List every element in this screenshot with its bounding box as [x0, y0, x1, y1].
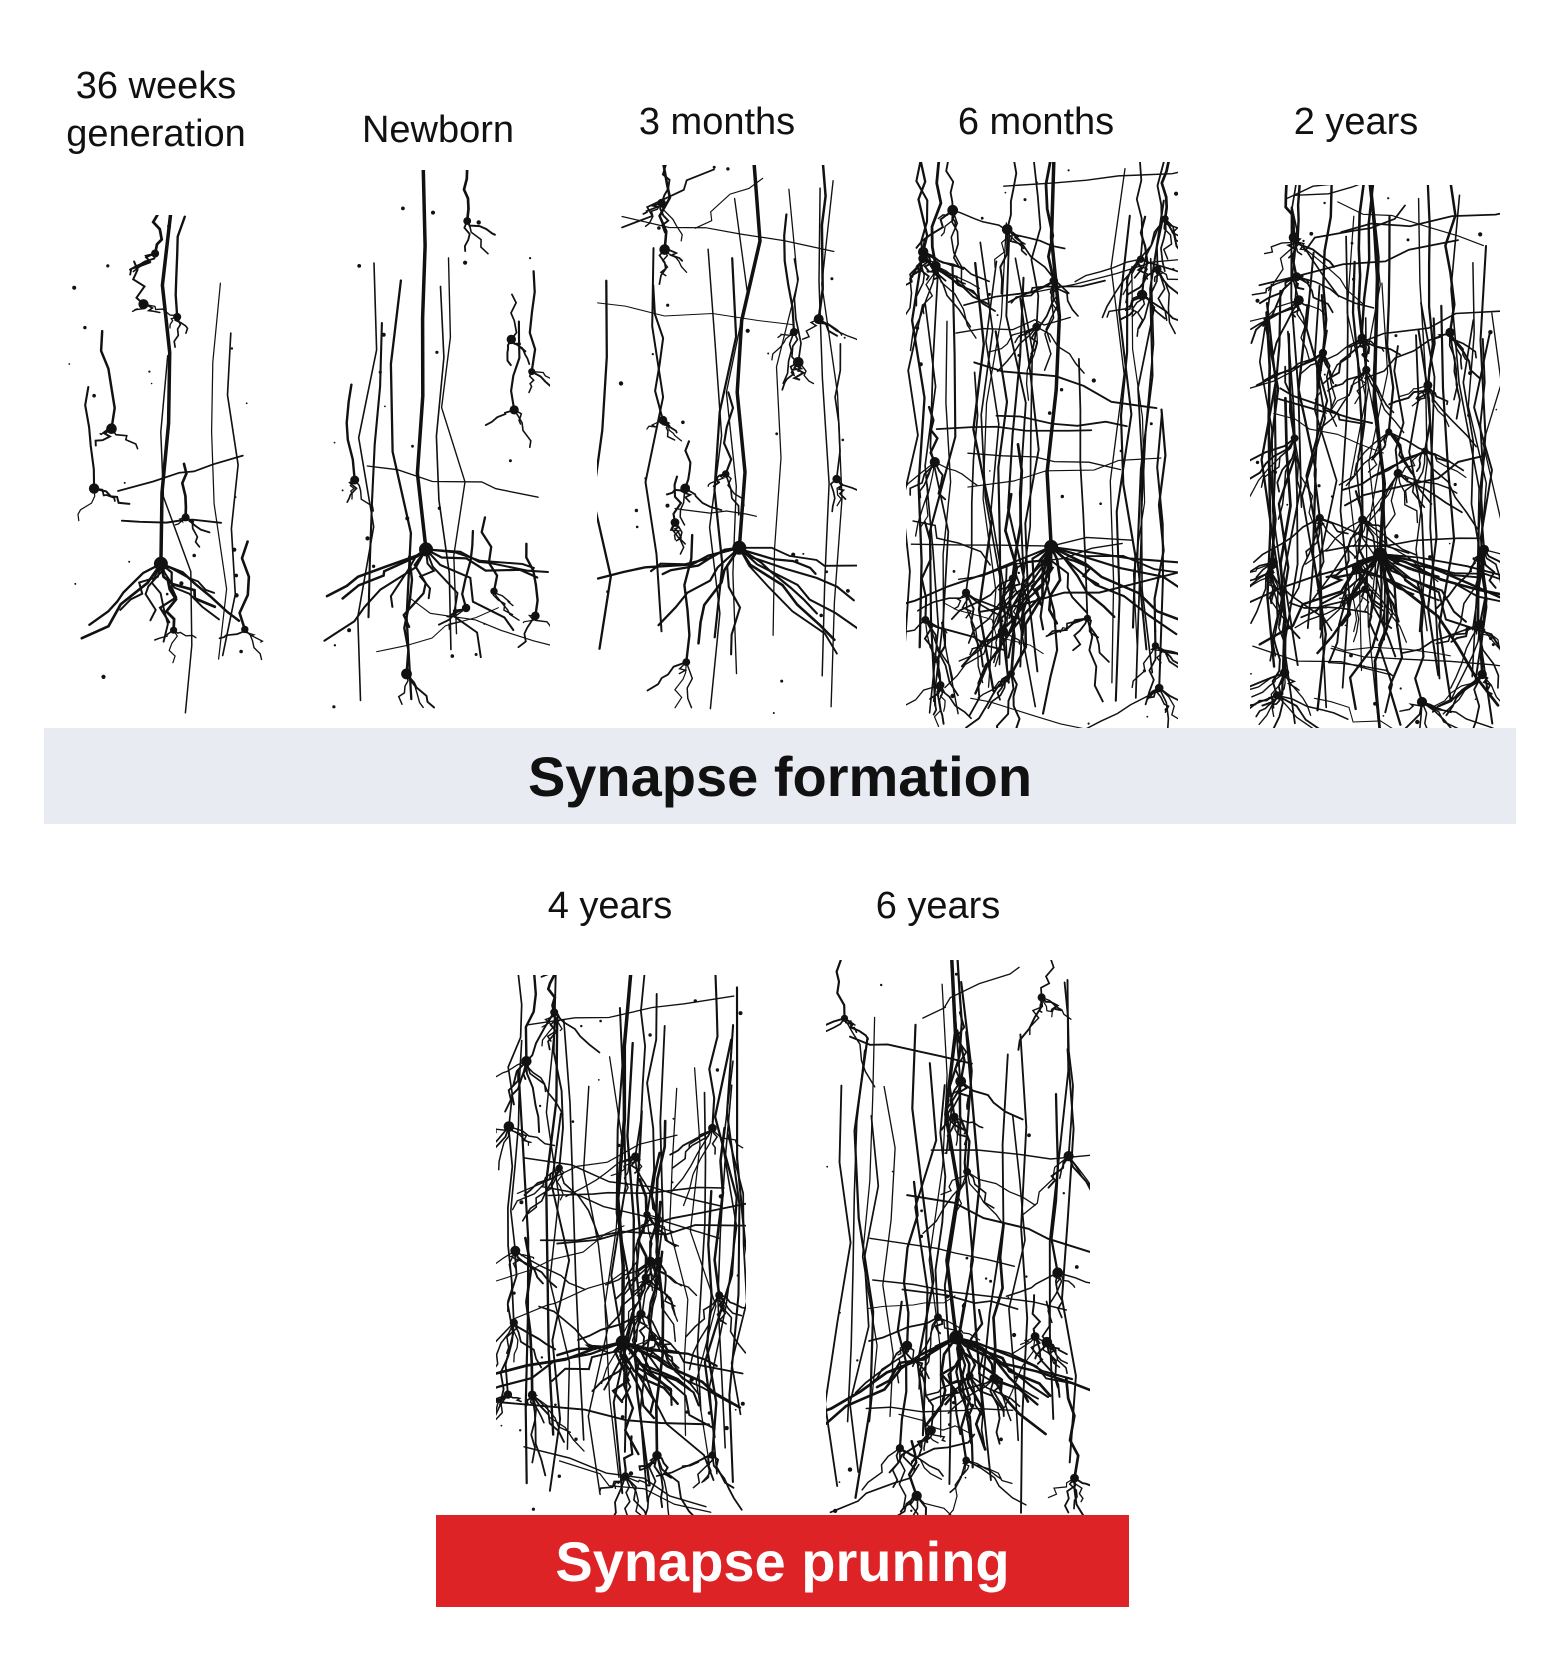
neuron-drawing: [597, 165, 857, 714]
stage-label-line1: 6 months: [957, 101, 1115, 143]
stage-label-3-months: 3 months: [601, 98, 833, 146]
neuron-panel-6-months: [906, 162, 1178, 728]
synapse-formation-banner: Synapse formation: [44, 728, 1516, 824]
neuron-drawing: [323, 170, 550, 709]
neuron-panel-36-weeks: [66, 215, 266, 728]
neuron-panel-6-years: [826, 960, 1090, 1515]
neuron-panel-newborn: [320, 170, 550, 728]
neuron-panel-4-years: [496, 975, 746, 1515]
neuron-drawing: [68, 215, 264, 714]
stage-label-line1: Newborn: [361, 109, 515, 151]
stage-label-6-months: 6 months: [920, 98, 1152, 146]
neuron-drawing: [826, 960, 1090, 1515]
stage-label-2-years: 2 years: [1240, 98, 1472, 146]
stage-label-36-weeks: 36 weeks generation: [40, 62, 272, 158]
stage-label-line1: 2 years: [1293, 101, 1419, 143]
stage-label-newborn: Newborn: [322, 106, 554, 154]
stage-label-line1: 6 years: [875, 885, 1001, 927]
synapse-formation-label: Synapse formation: [527, 744, 1033, 808]
stage-label-6-years: 6 years: [822, 882, 1054, 930]
synapse-pruning-banner: Synapse pruning: [436, 1515, 1129, 1607]
synapse-pruning-label: Synapse pruning: [555, 1529, 1010, 1593]
stage-label-4-years: 4 years: [494, 882, 726, 930]
neuron-panel-2-years: [1250, 185, 1500, 728]
neuron-panel-3-months: [597, 165, 857, 728]
stage-label-line2: generation: [66, 113, 246, 155]
stage-label-line1: 3 months: [638, 101, 796, 143]
stage-label-line1: 36 weeks: [75, 65, 237, 107]
neuron-drawing: [906, 162, 1178, 728]
neuron-drawing: [496, 975, 746, 1515]
stage-label-line1: 4 years: [547, 885, 673, 927]
neuron-drawing: [1250, 185, 1500, 728]
